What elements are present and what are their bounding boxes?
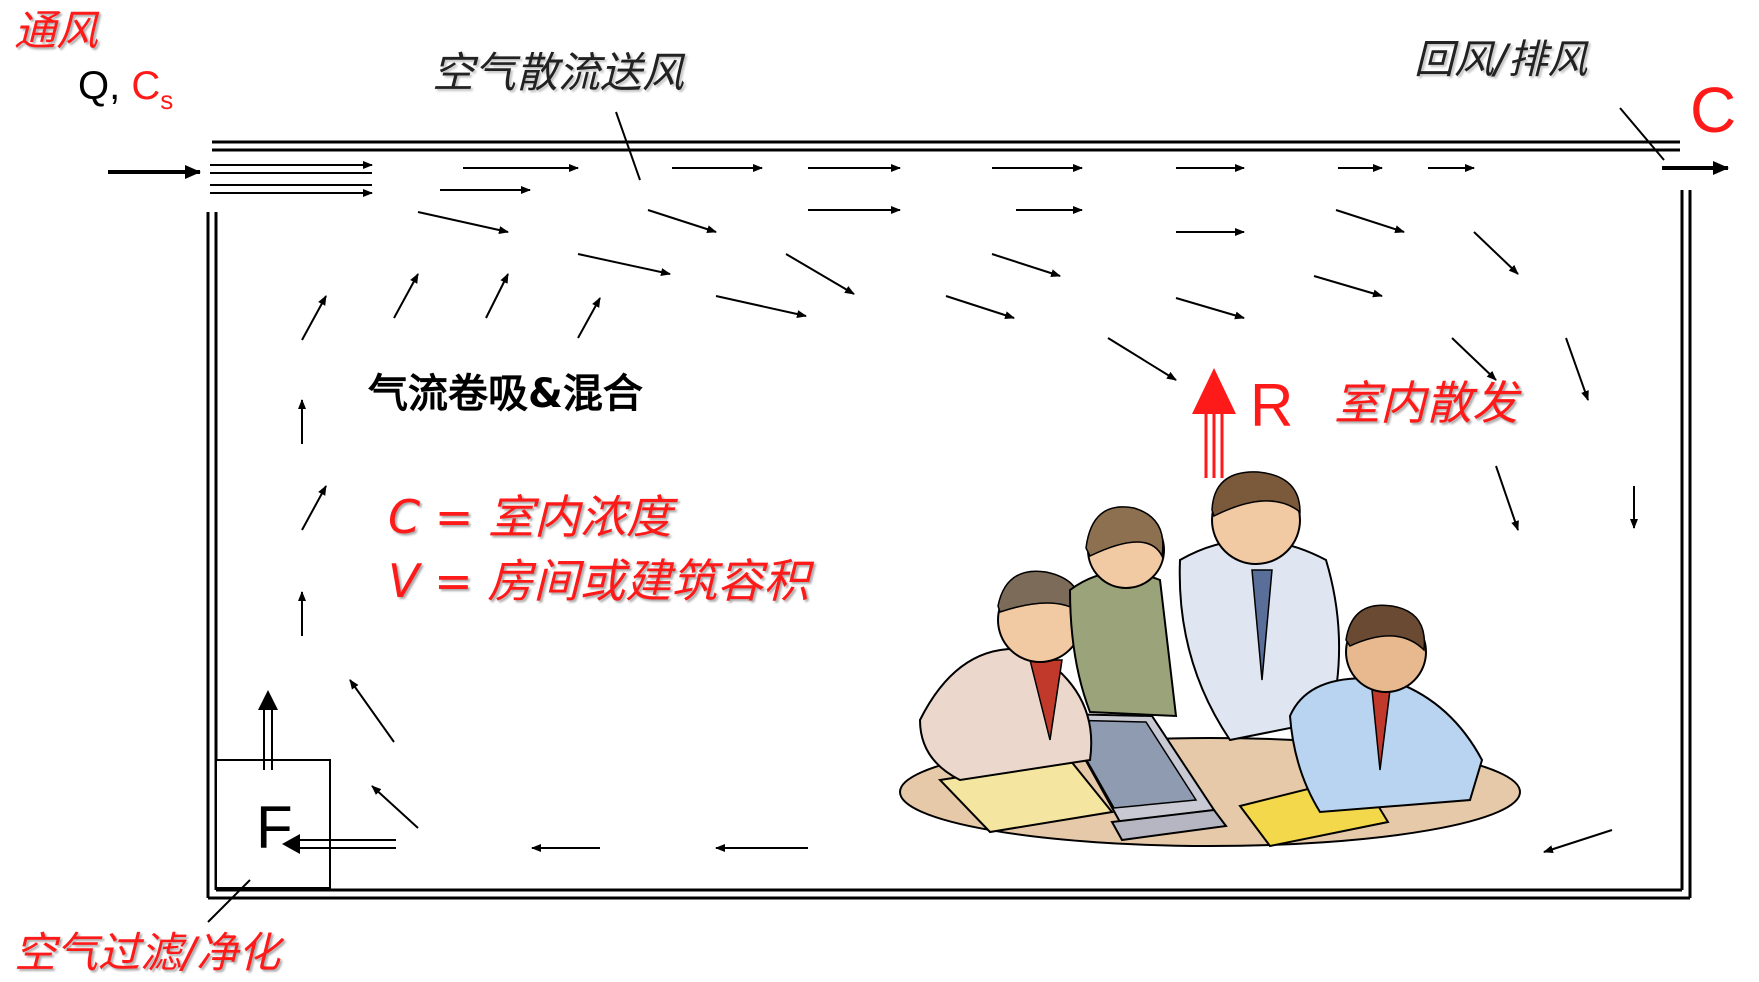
- flow-arrow: [1175, 297, 1245, 320]
- airflow-q-label: Q,: [78, 64, 132, 108]
- leader-lines: [207, 107, 1665, 923]
- ventilation-label: 通风: [14, 6, 99, 55]
- flow-arrow: [301, 295, 327, 341]
- flow-arrow: [1451, 337, 1497, 381]
- flow-arrow: [1495, 465, 1519, 531]
- filter-return-arrow: [258, 690, 396, 854]
- flow-arrow: [1335, 209, 1405, 234]
- airflow-arrows: [298, 164, 1638, 854]
- office-team-clipart-icon: [899, 471, 1521, 848]
- supply-concentration-subscript: s: [160, 85, 174, 115]
- emission-arrow: [1192, 368, 1236, 478]
- flow-arrow: [991, 253, 1061, 278]
- flow-arrow: [371, 785, 419, 829]
- filtration-label: 空气过滤/净化: [14, 928, 281, 977]
- filter-label: F: [256, 794, 293, 861]
- supply-diffuser-arrows: [210, 161, 373, 197]
- volume-definition: V = 房间或建筑容积: [388, 554, 810, 608]
- flow-arrow: [1543, 829, 1613, 854]
- flow-arrow: [1565, 337, 1589, 401]
- supply-diffuser-label: 空气散流送风: [432, 48, 685, 97]
- flow-arrow: [301, 485, 327, 531]
- flow-arrow: [485, 273, 509, 319]
- entrainment-mixing-label: 气流卷吸&混合: [368, 371, 643, 417]
- flow-arrow: [715, 295, 807, 318]
- flow-arrow: [647, 209, 717, 234]
- flow-arrow: [785, 253, 855, 295]
- airflow-concentration-label: Q, Cs: [78, 64, 173, 113]
- return-exhaust-label: 回风/排风: [1414, 37, 1588, 83]
- indoor-emission-label: 室内散发: [1334, 376, 1518, 430]
- flow-arrow: [577, 297, 601, 339]
- concentration-definition: C = 室内浓度: [388, 490, 672, 544]
- flow-arrow: [393, 273, 419, 319]
- flow-arrow: [349, 679, 395, 743]
- flow-arrow: [945, 295, 1015, 320]
- room-walls: [206, 140, 1692, 900]
- flow-arrow: [577, 253, 671, 276]
- supply-concentration-c: C: [131, 64, 161, 108]
- flow-arrow: [1107, 337, 1177, 381]
- outlet-concentration-label: C: [1690, 74, 1737, 146]
- emission-rate-label: R: [1250, 372, 1294, 439]
- filter-box: [215, 759, 331, 889]
- flow-arrow: [417, 211, 509, 234]
- flow-arrow: [1473, 231, 1519, 275]
- flow-arrow: [1313, 275, 1383, 298]
